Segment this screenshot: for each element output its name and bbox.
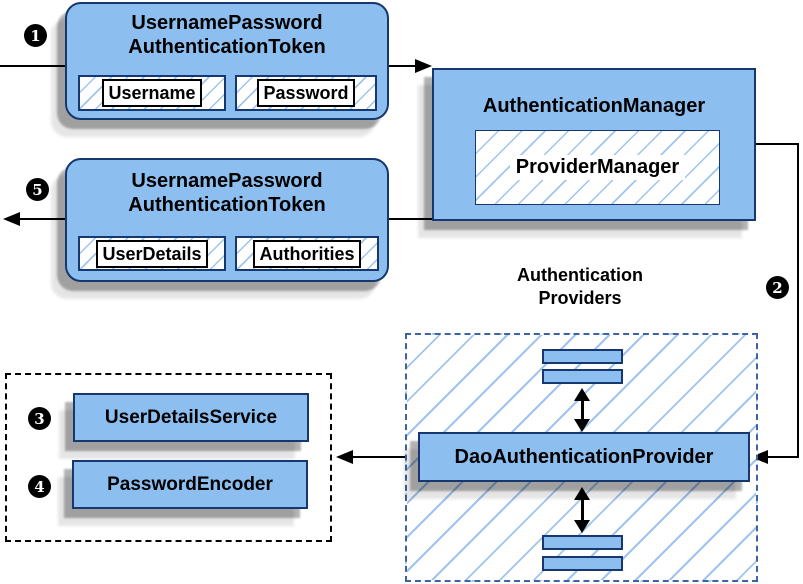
user-details-service-box: UserDetailsService: [73, 393, 309, 442]
password-encoder-label: PasswordEncoder: [107, 473, 273, 495]
user-details-label: UserDetails: [96, 239, 208, 268]
password-field-box: Password: [235, 75, 377, 111]
step-badge-1: 1: [24, 24, 47, 47]
token-request-title-line2: AuthenticationToken: [128, 36, 326, 58]
provider-manager-box: ProviderManager: [475, 130, 720, 205]
token-response-title-line2: AuthenticationToken: [128, 194, 326, 216]
provider-stack-bar: [542, 556, 623, 571]
user-details-field-box: UserDetails: [78, 236, 226, 271]
dao-authentication-provider-label: DaoAuthenticationProvider: [454, 445, 714, 468]
password-encoder-box: PasswordEncoder: [72, 460, 308, 509]
authorities-field-box: Authorities: [235, 236, 379, 271]
token-response-title-line1: UsernamePassword: [131, 170, 323, 192]
username-label: Username: [102, 79, 202, 107]
authorities-label: Authorities: [253, 239, 361, 268]
provider-stack-bar: [542, 535, 623, 550]
step2-flow-line-vertical: [797, 143, 799, 458]
password-label: Password: [257, 79, 355, 107]
double-arrow-top-icon: [574, 388, 590, 432]
step-badge-2: 2: [766, 276, 789, 299]
providers-label-line1: Authentication: [517, 265, 643, 285]
user-details-service-label: UserDetailsService: [104, 406, 278, 428]
provider-stack-bar: [542, 369, 623, 384]
authentication-manager-box: AuthenticationManager ProviderManager: [432, 68, 756, 221]
step-badge-3: 3: [28, 407, 51, 430]
authentication-providers-label: Authentication Providers: [470, 264, 690, 310]
arrowhead-out-left-icon: [3, 212, 20, 226]
step-badge-4: 4: [28, 475, 51, 498]
providers-label-line2: Providers: [538, 288, 622, 308]
services-container: [5, 373, 332, 542]
arrowhead-into-manager-icon: [415, 59, 432, 73]
double-arrow-bottom-icon: [574, 487, 590, 533]
step-badge-5: 5: [26, 178, 49, 201]
step2-flow-line-top: [756, 143, 799, 145]
dao-to-services-line: [352, 456, 418, 458]
username-field-box: Username: [78, 75, 226, 111]
provider-stack-bar: [542, 349, 623, 364]
authentication-manager-title: AuthenticationManager: [482, 95, 706, 117]
arrowhead-into-services-icon: [336, 450, 353, 464]
provider-manager-label: ProviderManager: [509, 155, 686, 180]
dao-authentication-provider-box: DaoAuthenticationProvider: [418, 432, 750, 482]
step2-flow-line-bottom: [767, 456, 799, 458]
token-request-title-line1: UsernamePassword: [131, 12, 323, 34]
